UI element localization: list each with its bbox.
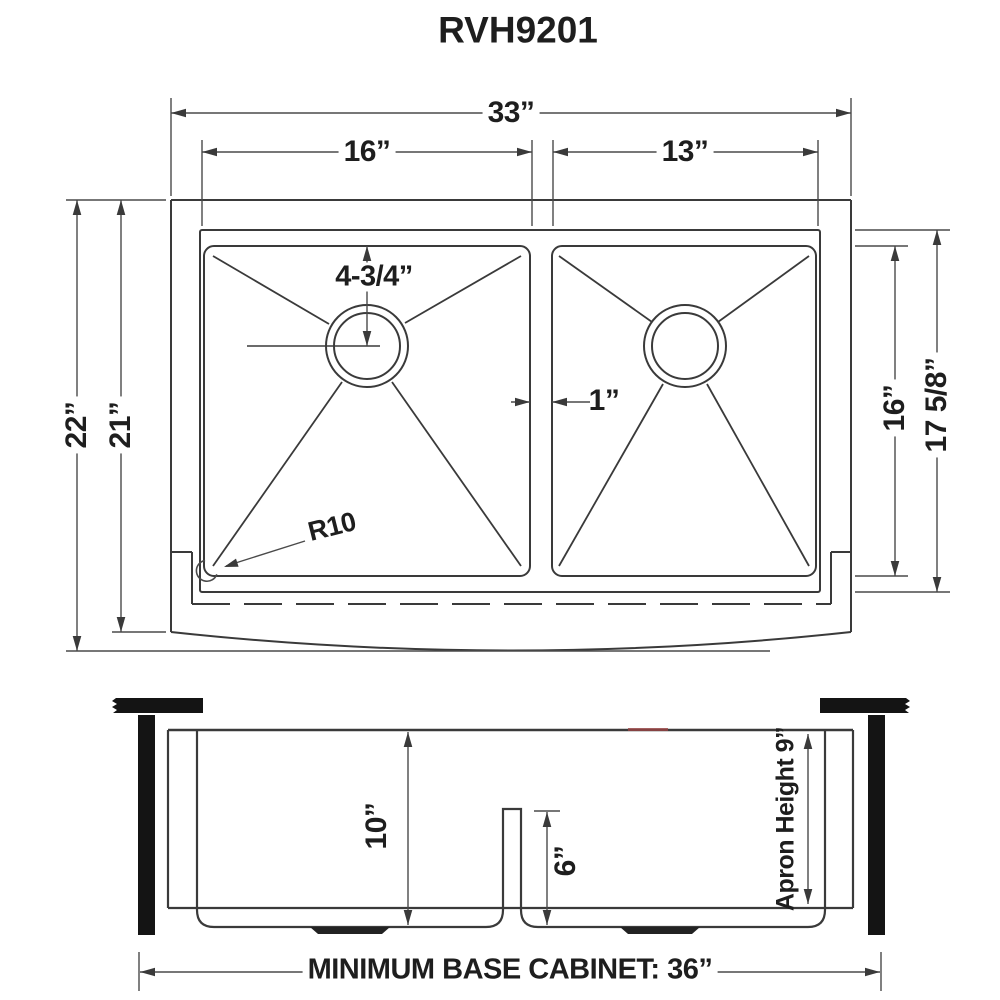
dim-bowl-inner-depth-label: 16” [878, 379, 911, 437]
front-view-sink-outline [166, 728, 855, 929]
dim-divider-height-label: 6” [549, 840, 582, 882]
model-title: RVH9201 [438, 9, 598, 51]
top-view-arrowheads [72, 108, 942, 651]
top-view-dimensions [66, 98, 950, 652]
dim-divider-width-label: 1” [588, 384, 620, 417]
cabinet-wall-left [138, 715, 155, 935]
dim-bowl-outer-depth-label: 17 5/8” [920, 352, 953, 458]
top-view-bowl-slopes [212, 255, 810, 567]
drain-circles [247, 304, 727, 388]
dim-drain-offset-label: 4-3/4” [330, 262, 418, 292]
dim-overall-width-label: 33” [482, 98, 540, 128]
top-view-sink-outline [170, 199, 852, 652]
cabinet-counter-left [112, 698, 203, 713]
front-view-dimensions [138, 732, 882, 991]
dim-left-bowl-width-label: 16” [338, 137, 396, 167]
front-view-arrowheads [140, 732, 880, 977]
dim-bowl-depth-label: 10” [360, 797, 393, 855]
dim-apron-height-label: Apron Height 9” [771, 726, 800, 912]
dim-right-bowl-width-label: 13” [656, 137, 714, 167]
dim-base-cabinet-label: MINIMUM BASE CABINET: 36” [302, 955, 718, 985]
cabinet-wall-right [868, 715, 885, 935]
cabinet-walls [112, 698, 910, 935]
drain-mounds [310, 927, 700, 934]
dim-overall-depth-label: 22” [60, 396, 93, 454]
dim-rim-depth-label: 21” [104, 396, 137, 454]
cabinet-counter-right [820, 698, 910, 713]
